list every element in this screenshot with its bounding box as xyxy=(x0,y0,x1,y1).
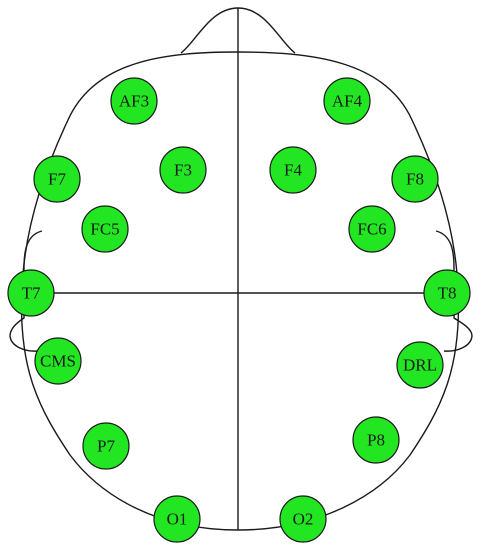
electrode-f7: F7 xyxy=(33,155,81,203)
electrode-cms-marker xyxy=(34,337,82,385)
electrode-f7-label: F7 xyxy=(48,170,66,189)
electrode-cms-label: CMS xyxy=(40,352,76,371)
electrode-p7: P7 xyxy=(82,422,130,470)
electrode-drl: DRL xyxy=(396,341,444,389)
electrode-t7-marker xyxy=(7,269,55,317)
electrode-af4-marker xyxy=(323,77,371,125)
electrode-t8-marker xyxy=(423,269,471,317)
electrode-f3-label: F3 xyxy=(174,161,192,180)
electrode-f3-marker xyxy=(159,146,207,194)
electrode-fc5-marker xyxy=(81,205,129,253)
electrode-af3-marker xyxy=(110,77,158,125)
electrode-fc5: FC5 xyxy=(81,205,129,253)
electrode-p7-marker xyxy=(82,422,130,470)
electrode-af3-label: AF3 xyxy=(119,92,149,111)
electrode-f3: F3 xyxy=(159,146,207,194)
electrode-t7-label: T7 xyxy=(22,284,41,303)
electrode-cms: CMS xyxy=(34,337,82,385)
electrode-o1: O1 xyxy=(153,495,201,543)
electrode-af4-label: AF4 xyxy=(332,92,363,111)
electrode-o2: O2 xyxy=(279,495,327,543)
electrode-fc6: FC6 xyxy=(348,205,396,253)
electrode-af3: AF3 xyxy=(110,77,158,125)
electrode-p8: P8 xyxy=(352,416,400,464)
electrode-f4-marker xyxy=(269,146,317,194)
electrode-p7-label: P7 xyxy=(97,437,115,456)
electrode-o2-marker xyxy=(279,495,327,543)
electrode-f4: F4 xyxy=(269,146,317,194)
electrode-f8-marker xyxy=(391,155,439,203)
electrode-drl-label: DRL xyxy=(403,356,437,375)
electrode-t7: T7 xyxy=(7,269,55,317)
electrode-af4: AF4 xyxy=(323,77,371,125)
right-ear-outline xyxy=(435,230,473,352)
electrode-p8-marker xyxy=(352,416,400,464)
electrode-f8-label: F8 xyxy=(406,170,424,189)
electrode-t8: T8 xyxy=(423,269,471,317)
electrode-f8: F8 xyxy=(391,155,439,203)
electrode-o1-label: O1 xyxy=(167,510,188,529)
electrode-drl-marker xyxy=(396,341,444,389)
electrode-fc5-label: FC5 xyxy=(90,220,119,239)
electrode-fc6-label: FC6 xyxy=(357,220,386,239)
electrode-p8-label: P8 xyxy=(367,431,385,450)
electrode-o2-label: O2 xyxy=(293,510,314,529)
electrode-t8-label: T8 xyxy=(438,284,457,303)
electrode-fc6-marker xyxy=(348,205,396,253)
electrode-f4-label: F4 xyxy=(284,161,302,180)
electrode-f7-marker xyxy=(33,155,81,203)
electrode-o1-marker xyxy=(153,495,201,543)
